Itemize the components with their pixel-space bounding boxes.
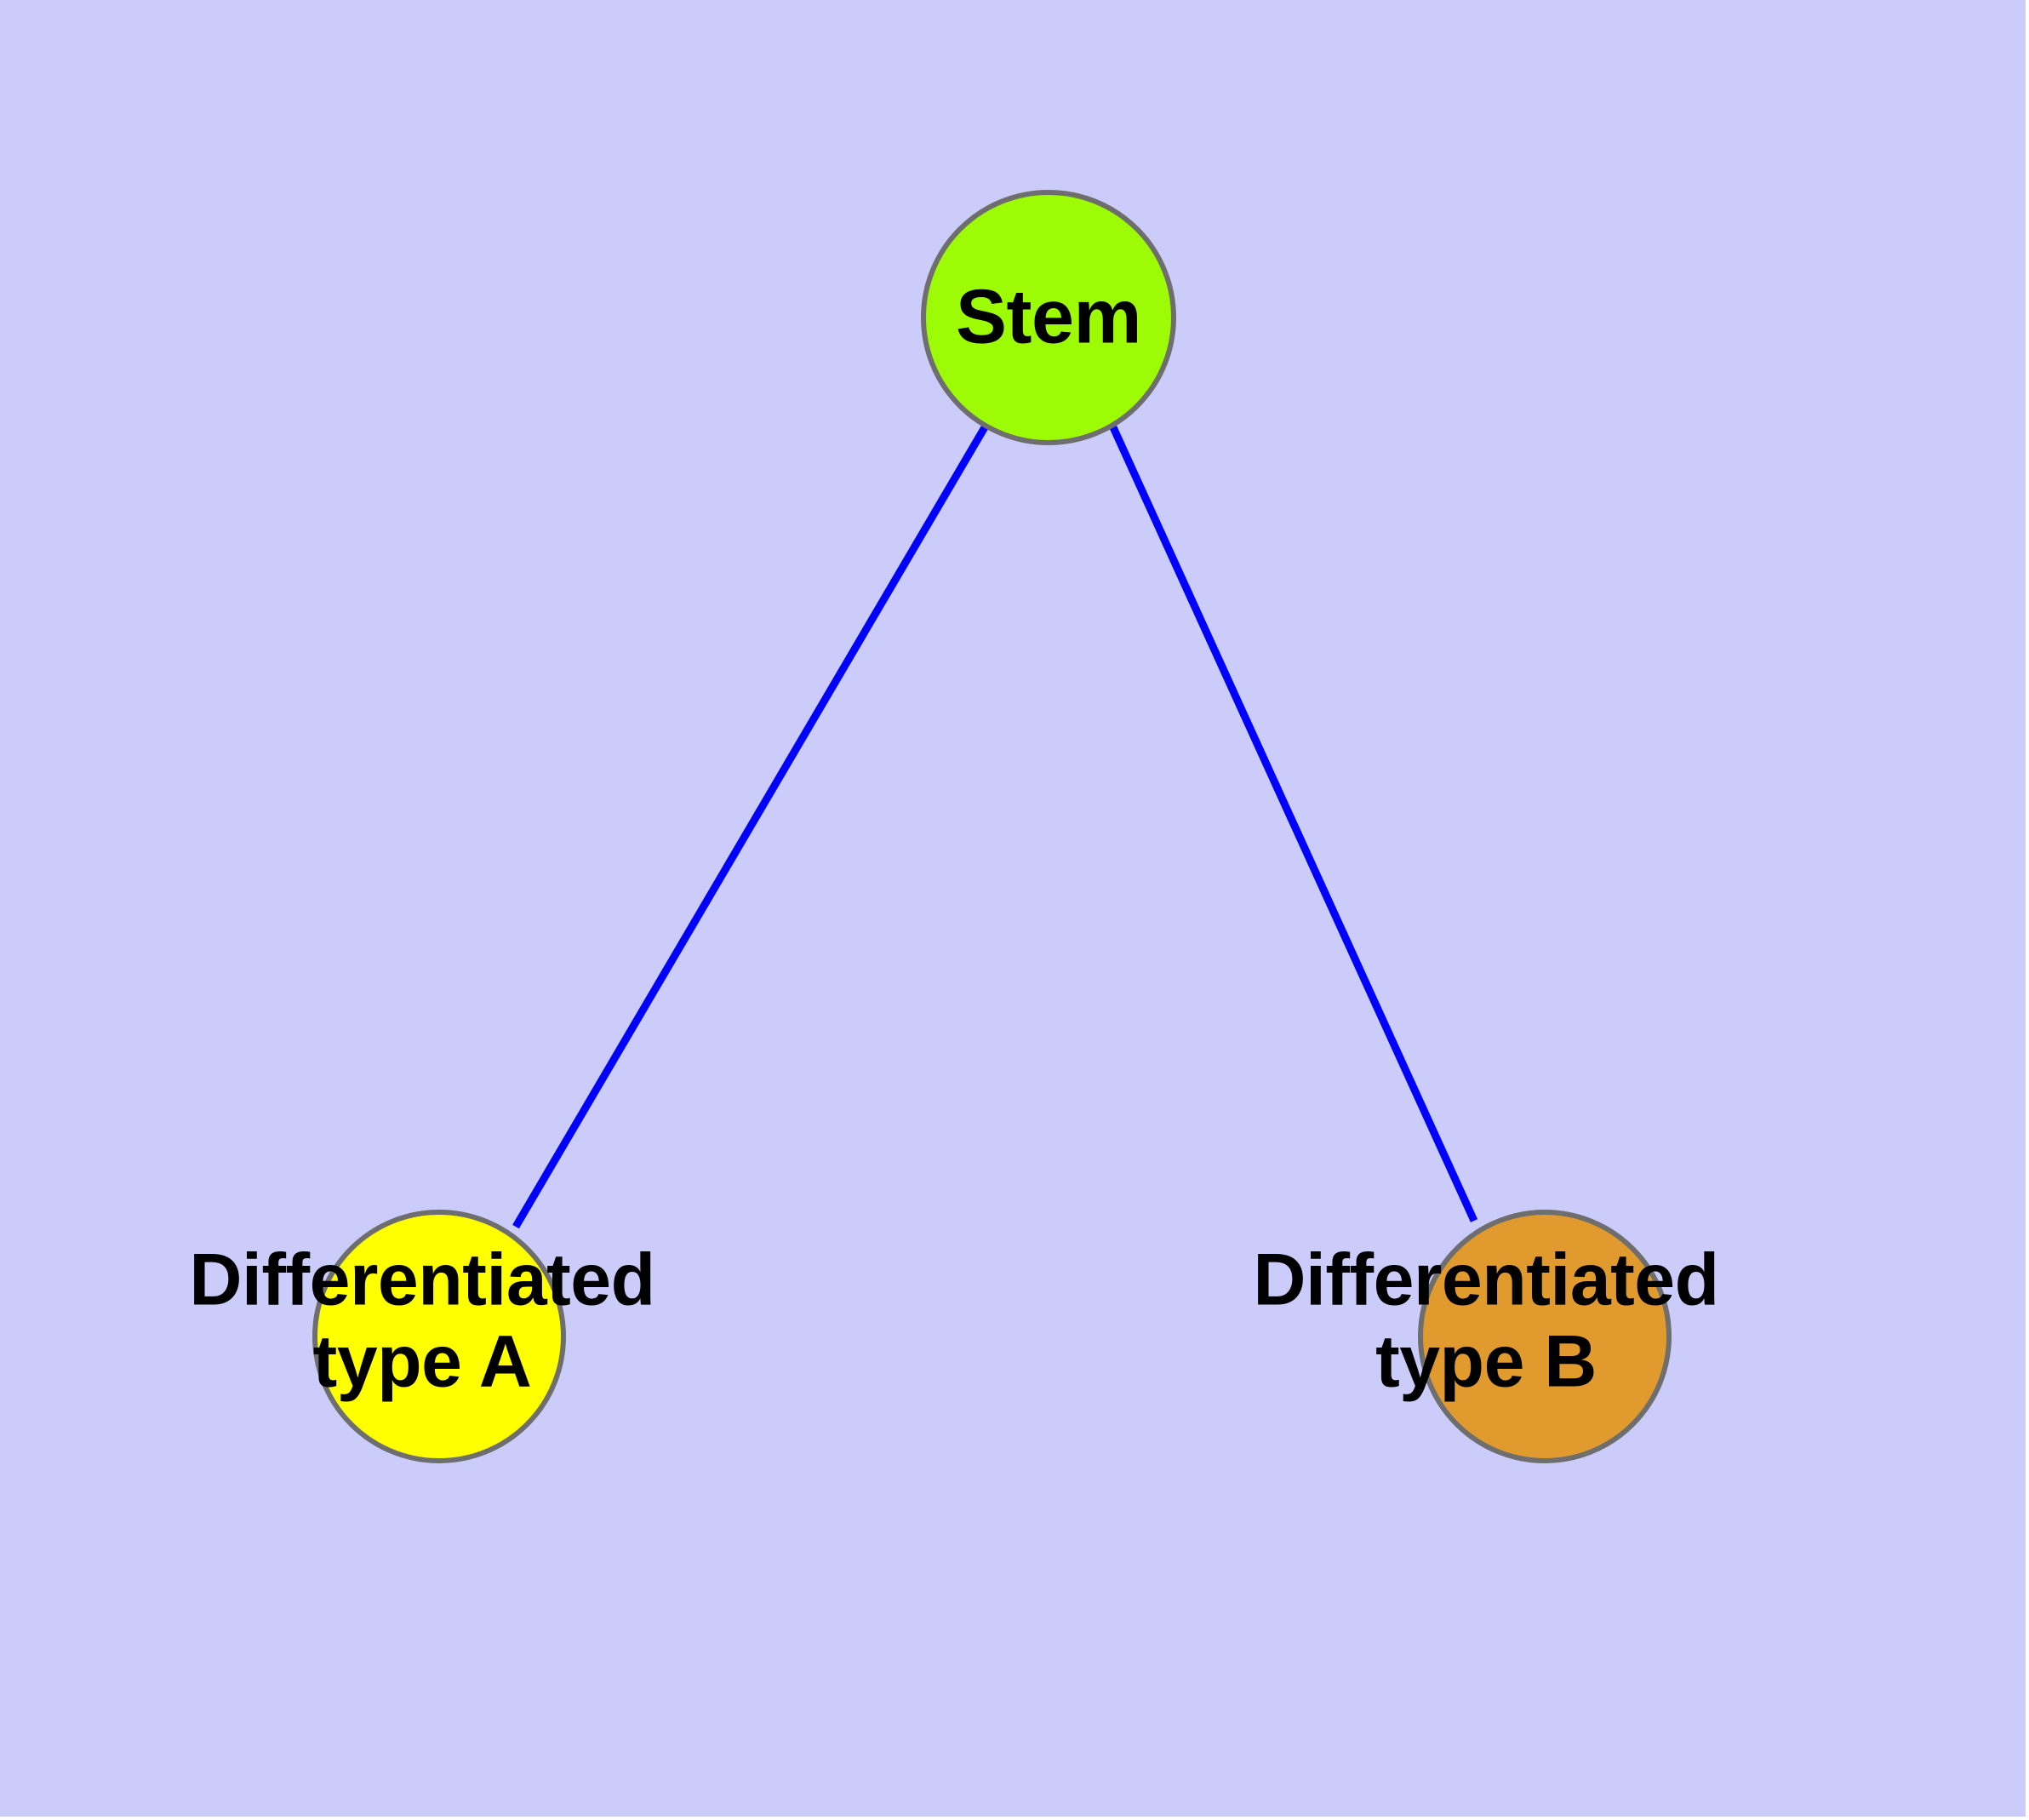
edge-stem-to-differentiated-a[interactable] xyxy=(512,425,988,1229)
node-differentiated-type-a[interactable] xyxy=(312,1210,566,1463)
node-differentiated-type-b[interactable] xyxy=(1418,1210,1672,1463)
edge-layer xyxy=(512,425,1478,1229)
node-layer xyxy=(312,190,1672,1463)
edge-stem-to-differentiated-b[interactable] xyxy=(1109,426,1478,1222)
node-stem[interactable] xyxy=(921,190,1176,445)
